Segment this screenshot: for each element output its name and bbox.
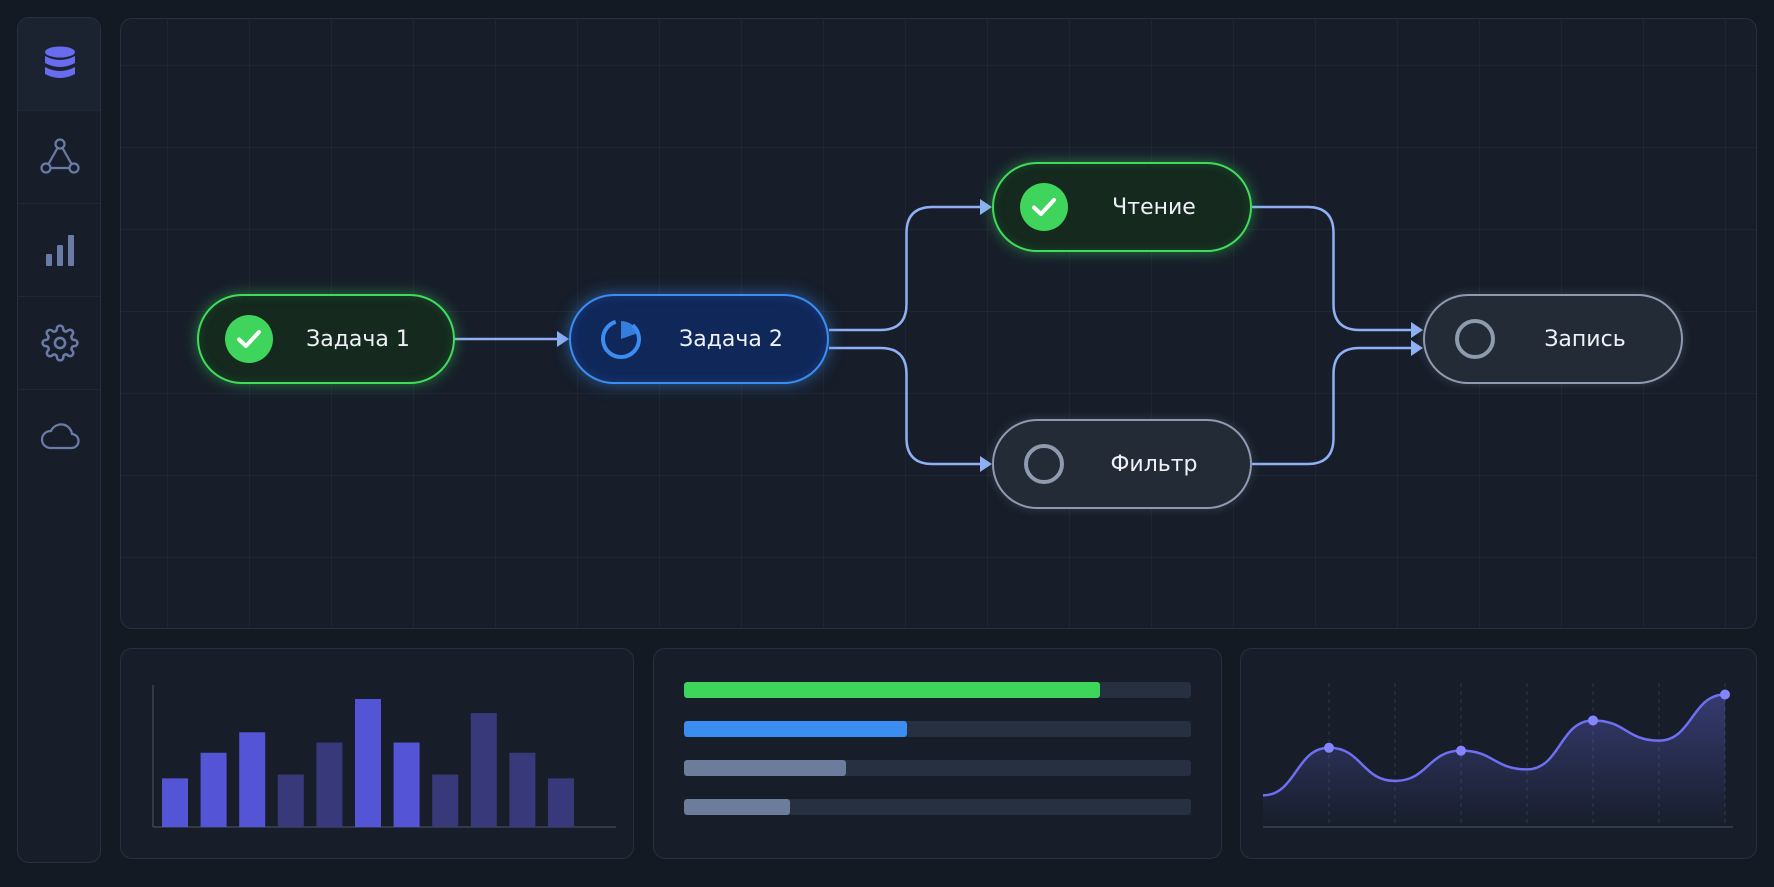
- check-circle-icon: [1020, 183, 1068, 231]
- node-label: Фильтр: [1110, 451, 1198, 477]
- bar: [162, 778, 188, 827]
- node-write[interactable]: Запись: [1423, 294, 1683, 384]
- node-label: Задача 2: [679, 326, 783, 352]
- bar-chart: [152, 685, 616, 828]
- bar: [509, 752, 536, 827]
- edge-arrowhead: [980, 199, 992, 215]
- edge-arrowhead: [1411, 340, 1423, 356]
- network-nodes-icon: [40, 138, 80, 174]
- edge-arrowhead: [980, 456, 992, 472]
- progress-panel: [653, 648, 1222, 859]
- edge-connector: [1252, 346, 1415, 466]
- gear-icon: [41, 324, 79, 362]
- node-task2[interactable]: Задача 2: [569, 294, 829, 384]
- empty-circle-icon: [1024, 444, 1064, 484]
- empty-circle-icon: [1455, 319, 1495, 359]
- bar: [200, 752, 227, 827]
- node-task1[interactable]: Задача 1: [197, 294, 455, 384]
- line-chart-panel: [1240, 648, 1757, 859]
- edge-connector: [829, 205, 984, 332]
- progress-fill: [684, 721, 908, 737]
- progress-fill: [684, 682, 1100, 698]
- progress-fill: [684, 799, 791, 815]
- database-icon: [45, 46, 75, 78]
- node-label: Запись: [1544, 326, 1626, 352]
- check-circle-icon: [225, 315, 273, 363]
- edge-arrowhead: [557, 331, 569, 347]
- progress-fill: [684, 760, 847, 776]
- bar: [277, 774, 304, 827]
- line-chart-point: [1588, 715, 1598, 726]
- bar-chart-panel: [120, 648, 634, 859]
- edge-connector: [1252, 205, 1415, 332]
- node-filter[interactable]: Фильтр: [992, 419, 1252, 509]
- pipeline-canvas: Задача 1 Задача 2 Чтение Фильтр Запись: [120, 18, 1757, 629]
- line-chart: [1262, 683, 1733, 828]
- edge-arrowhead: [1411, 322, 1423, 338]
- sidebar-item-network[interactable]: [18, 111, 100, 204]
- bar-chart-icon: [46, 235, 74, 266]
- sidebar-item-settings[interactable]: [18, 297, 100, 390]
- bar: [470, 713, 497, 827]
- line-chart-point: [1456, 745, 1466, 756]
- loading-spinner-icon: [601, 319, 641, 359]
- sidebar: [17, 17, 101, 863]
- bar: [548, 778, 574, 827]
- pipeline-edges: [455, 199, 1423, 472]
- node-label: Задача 1: [306, 326, 410, 352]
- bar: [393, 742, 420, 827]
- node-read[interactable]: Чтение: [992, 162, 1252, 252]
- line-chart-point: [1720, 689, 1730, 700]
- progress-track: [684, 721, 1191, 737]
- progress-track: [684, 799, 1191, 815]
- sidebar-item-analytics[interactable]: [18, 204, 100, 297]
- bar: [316, 742, 343, 827]
- cloud-icon: [40, 422, 80, 449]
- progress-track: [684, 760, 1191, 776]
- bar: [239, 732, 266, 827]
- sidebar-item-cloud[interactable]: [18, 390, 100, 483]
- sidebar-item-database[interactable]: [18, 18, 100, 111]
- edge-connector: [829, 346, 984, 466]
- progress-track: [684, 682, 1191, 698]
- bar: [355, 699, 381, 827]
- line-chart-point: [1324, 742, 1334, 753]
- node-label: Чтение: [1112, 194, 1196, 220]
- bar: [432, 774, 459, 827]
